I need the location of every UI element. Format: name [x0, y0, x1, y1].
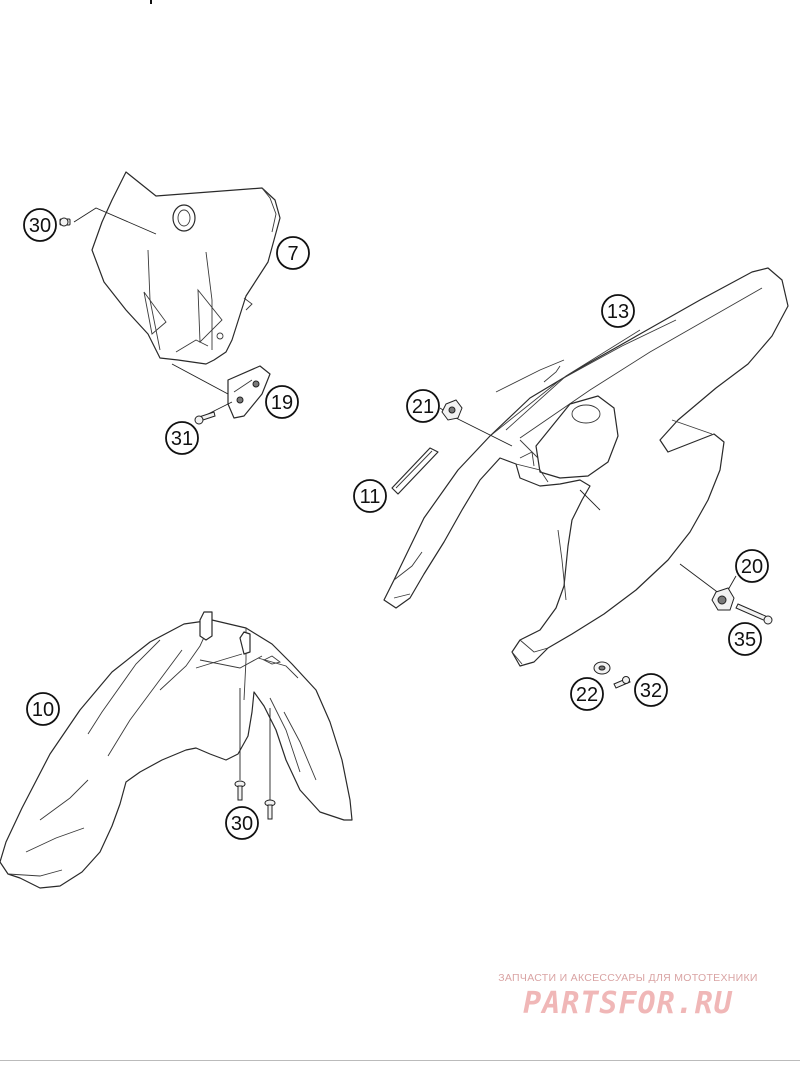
screw-part-32[interactable]: [613, 676, 631, 689]
callout-31[interactable]: 31: [165, 421, 199, 455]
callout-30-top[interactable]: 30: [23, 208, 57, 242]
callout-10-label: 10: [32, 699, 54, 721]
decal-part-11[interactable]: [391, 447, 439, 495]
screw-part-30-bottom-a[interactable]: [234, 780, 246, 801]
callout-22[interactable]: 22: [570, 677, 604, 711]
front-fender-part-10[interactable]: [0, 611, 353, 889]
callout-20-label: 20: [741, 556, 763, 578]
screw-part-30-top[interactable]: [59, 217, 71, 227]
callout-30-bottom-label: 30: [231, 813, 253, 835]
callout-30-bottom[interactable]: 30: [225, 806, 259, 840]
callout-31-label: 31: [171, 428, 193, 450]
callout-11[interactable]: 11: [353, 479, 387, 513]
callout-20[interactable]: 20: [735, 549, 769, 583]
callout-22-label: 22: [576, 684, 598, 706]
callout-13-label: 13: [607, 301, 629, 323]
callout-21[interactable]: 21: [406, 389, 440, 423]
callout-32[interactable]: 32: [634, 673, 668, 707]
bracket-part-19[interactable]: [227, 365, 271, 419]
callout-19[interactable]: 19: [265, 385, 299, 419]
grommet-part-20[interactable]: [711, 587, 735, 611]
callout-32-label: 32: [640, 680, 662, 702]
callout-21-label: 21: [412, 396, 434, 418]
screw-part-30-bottom-b[interactable]: [264, 799, 276, 820]
callout-13[interactable]: 13: [601, 294, 635, 328]
screw-part-31[interactable]: [194, 411, 216, 425]
screw-part-35[interactable]: [735, 603, 773, 625]
washer-part-22[interactable]: [593, 661, 611, 675]
bottom-divider: [0, 1060, 800, 1061]
watermark: ЗАПЧАСТИ И АКСЕССУАРЫ ДЛЯ МОТОТЕХНИКИ PA…: [478, 972, 778, 1021]
callout-19-label: 19: [271, 392, 293, 414]
number-plate-part-7[interactable]: [91, 171, 281, 365]
watermark-logo: PARTSFOR.RU: [523, 986, 733, 1021]
callout-7-label: 7: [287, 243, 298, 265]
callout-7[interactable]: 7: [276, 236, 310, 270]
watermark-tagline: ЗАПЧАСТИ И АКСЕССУАРЫ ДЛЯ МОТОТЕХНИКИ: [498, 972, 758, 984]
corner-mark: [150, 0, 156, 4]
callout-11-label: 11: [360, 486, 381, 508]
callout-35-label: 35: [734, 629, 756, 651]
rear-fender-part-13[interactable]: [383, 267, 789, 667]
callout-35[interactable]: 35: [728, 622, 762, 656]
nut-part-21[interactable]: [441, 399, 463, 421]
callout-10[interactable]: 10: [26, 692, 60, 726]
callout-30-top-label: 30: [29, 215, 51, 237]
